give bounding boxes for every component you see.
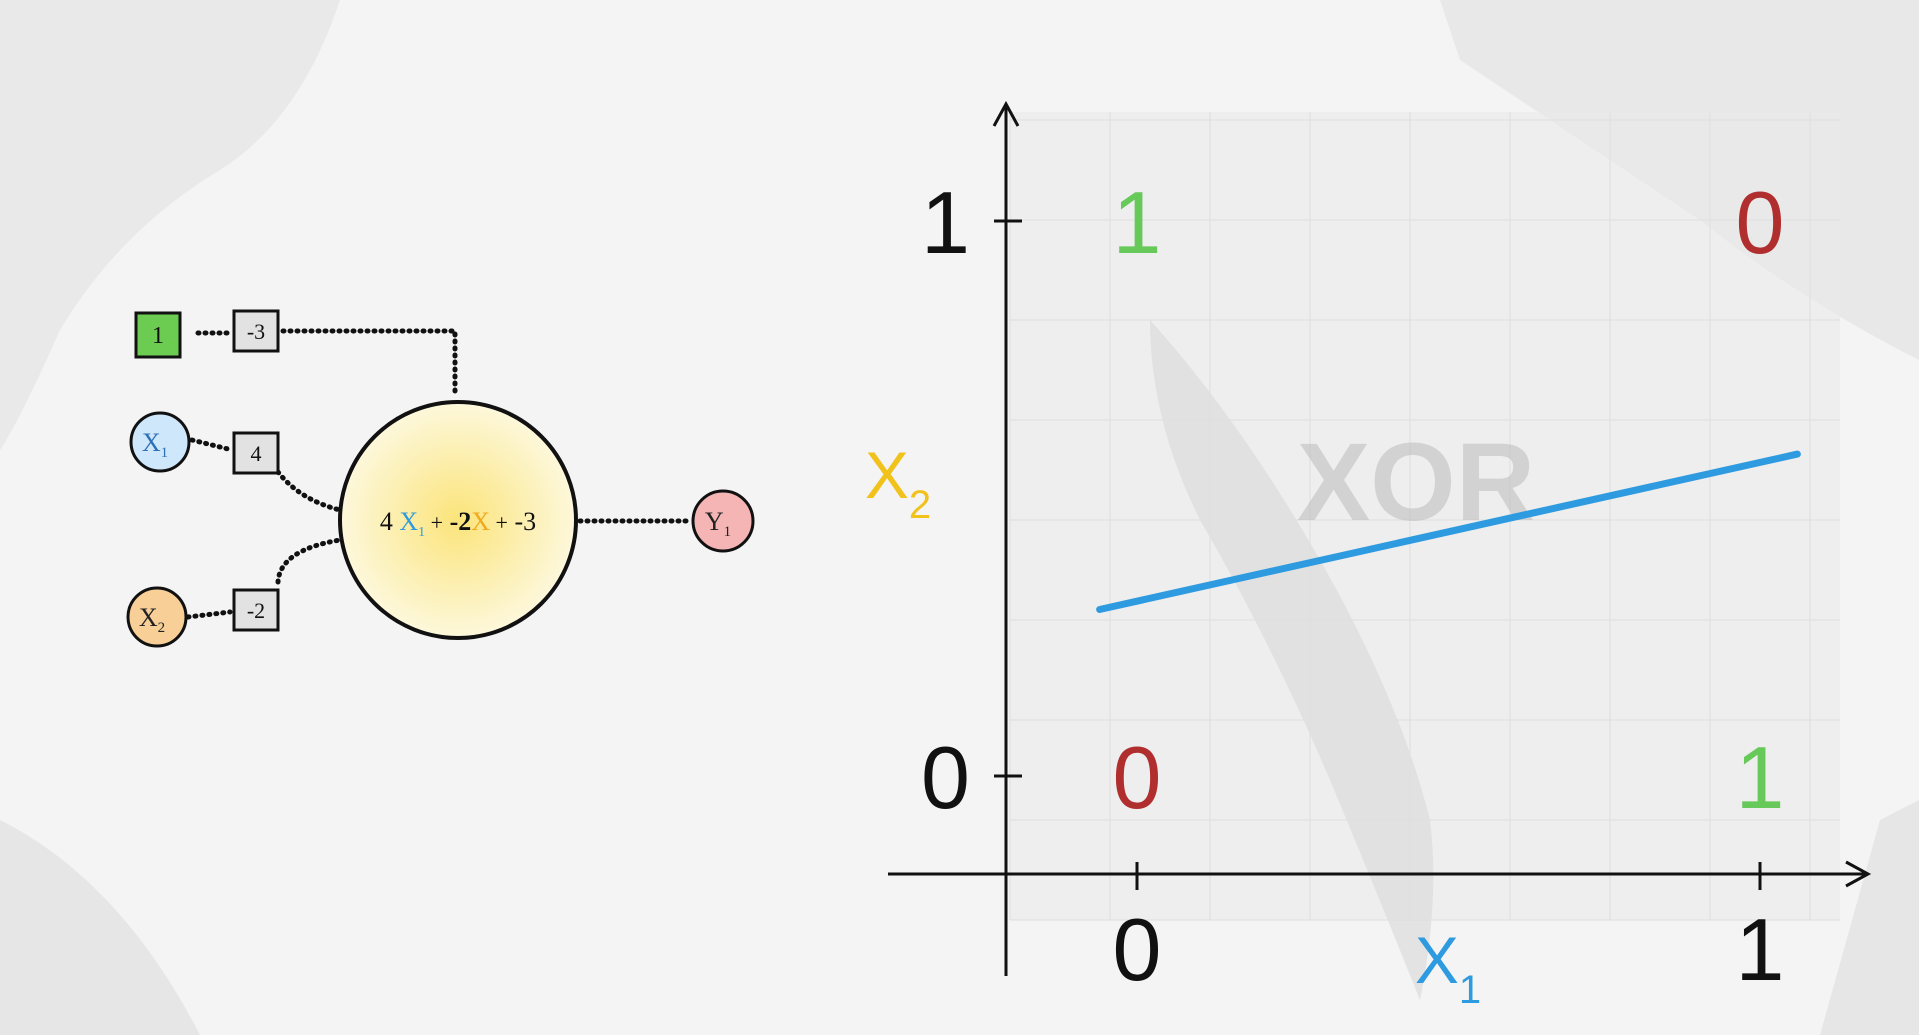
neuron-node — [338, 400, 578, 640]
decision-line — [1096, 450, 1801, 613]
weight-x2-label: -2 — [247, 598, 265, 623]
x-axis-label: X1 — [1415, 923, 1481, 1012]
connector-x1-neuron — [275, 469, 343, 513]
tick-marks — [994, 219, 1762, 890]
plot-panel — [1010, 112, 1840, 920]
x2-input-node — [126, 586, 188, 648]
data-points: 0 1 1 0 — [1113, 173, 1785, 827]
x-tick-label-0: 0 — [1113, 900, 1162, 999]
map-texture — [1820, 800, 1919, 1035]
map-texture — [0, 0, 340, 450]
weight-bias-label: -3 — [247, 319, 265, 344]
x1-input-label: X1 — [142, 428, 168, 461]
neuron-equation: 4 X1 + -2X + -3 — [380, 507, 536, 540]
connector-x2-weight — [185, 609, 233, 620]
bias-input-label: 1 — [152, 323, 164, 349]
x1-input-node — [129, 411, 191, 473]
connector-bias-neuron — [280, 328, 458, 400]
xor-point-label-1-0: 1 — [1736, 728, 1785, 827]
y-tick-label-1: 1 — [921, 173, 970, 272]
network-connectors — [185, 328, 693, 620]
x-tick-label-1: 1 — [1736, 900, 1785, 999]
connector-x1-weight — [189, 437, 235, 453]
y-axis-label: X2 — [865, 438, 931, 527]
bias-input-node — [134, 311, 182, 359]
y1-output-node — [691, 489, 755, 553]
y1-output-label: Y1 — [705, 507, 731, 540]
xor-point-label-0-0: 0 — [1113, 728, 1162, 827]
weight-box-bias — [232, 309, 280, 353]
x2-input-label: X2 — [139, 603, 165, 636]
weight-box-x2 — [232, 588, 280, 632]
y-axis-arrow — [992, 100, 1020, 127]
connector-x2-neuron — [275, 537, 343, 585]
y-tick-label-0: 0 — [921, 728, 970, 827]
map-texture — [1150, 320, 1434, 1000]
weight-box-x1 — [232, 431, 280, 475]
x-axis-arrow — [1845, 860, 1872, 888]
plot-axes — [888, 100, 1872, 976]
xor-point-label-0-1: 1 — [1113, 173, 1162, 272]
map-texture — [0, 820, 200, 1035]
xor-watermark: XOR — [1297, 421, 1535, 544]
xor-point-label-1-1: 0 — [1736, 173, 1785, 272]
weight-x1-label: 4 — [251, 441, 262, 466]
